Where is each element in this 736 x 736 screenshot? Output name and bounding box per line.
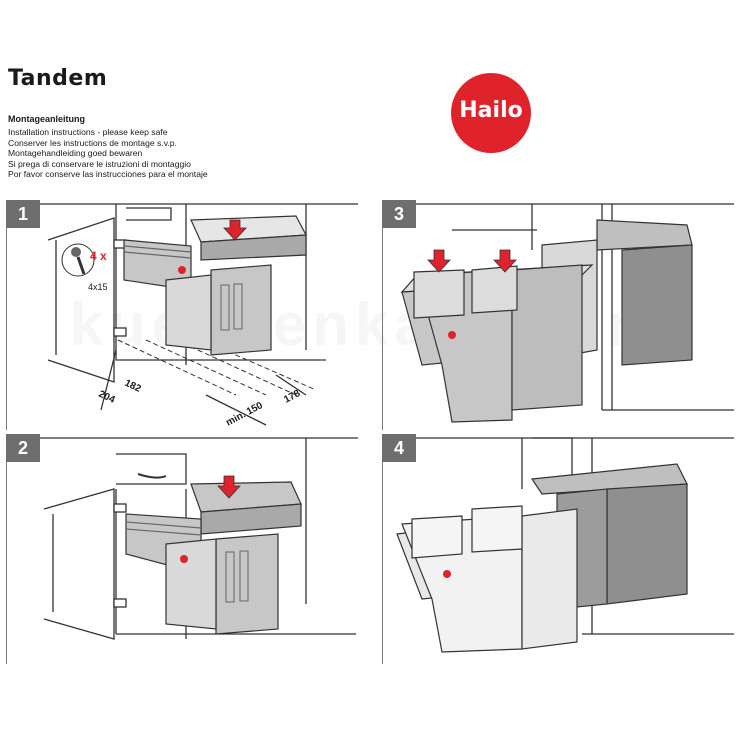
- dim-204: 204: [97, 389, 117, 406]
- screw-icon: [61, 243, 95, 277]
- instruction-line: Montagehandleiding goed bewaren: [8, 148, 143, 159]
- screw-quantity: 4 x: [90, 249, 107, 263]
- step-3-illustration: [382, 203, 734, 430]
- dim-min-150: min. 150: [224, 400, 265, 429]
- instruction-line: Conserver les instructions de montage s.…: [8, 137, 177, 148]
- down-arrow-icon: [223, 219, 247, 241]
- down-arrow-icon: [217, 475, 241, 499]
- step-4-panel: 4: [382, 434, 734, 664]
- document-title: Tandem: [8, 66, 108, 91]
- document-subtitle: Montageanleitung: [8, 114, 85, 124]
- instruction-line: Por favor conserve las instrucciones par…: [8, 169, 208, 180]
- step-2-badge: 2: [6, 434, 40, 462]
- dim-182: 182: [123, 378, 143, 395]
- step-2-illustration: [6, 437, 358, 664]
- step-1-illustration: 182 204 min. 150 178 4 x 4x15: [6, 203, 358, 430]
- step-4-illustration: [382, 437, 734, 664]
- down-arrow-icon: [493, 249, 517, 273]
- step-3-panel: 3: [382, 200, 734, 430]
- step-4-badge: 4: [382, 434, 416, 462]
- instruction-lines: Installation instructions - please keep …: [8, 127, 208, 180]
- screw-size: 4x15: [88, 282, 108, 292]
- down-arrow-icon: [427, 249, 451, 273]
- step-1-badge: 1: [6, 200, 40, 228]
- instruction-line: Si prega di conservare le istruzioni di …: [8, 158, 191, 169]
- step-3-badge: 3: [382, 200, 416, 228]
- logo-text: Hailo: [459, 98, 523, 123]
- step-2-panel: 2: [6, 434, 358, 664]
- hailo-logo: Hailo: [451, 73, 531, 153]
- step-1-panel: 182 204 min. 150 178 4 x 4x15 1: [6, 200, 358, 430]
- instruction-line: Installation instructions - please keep …: [8, 127, 168, 137]
